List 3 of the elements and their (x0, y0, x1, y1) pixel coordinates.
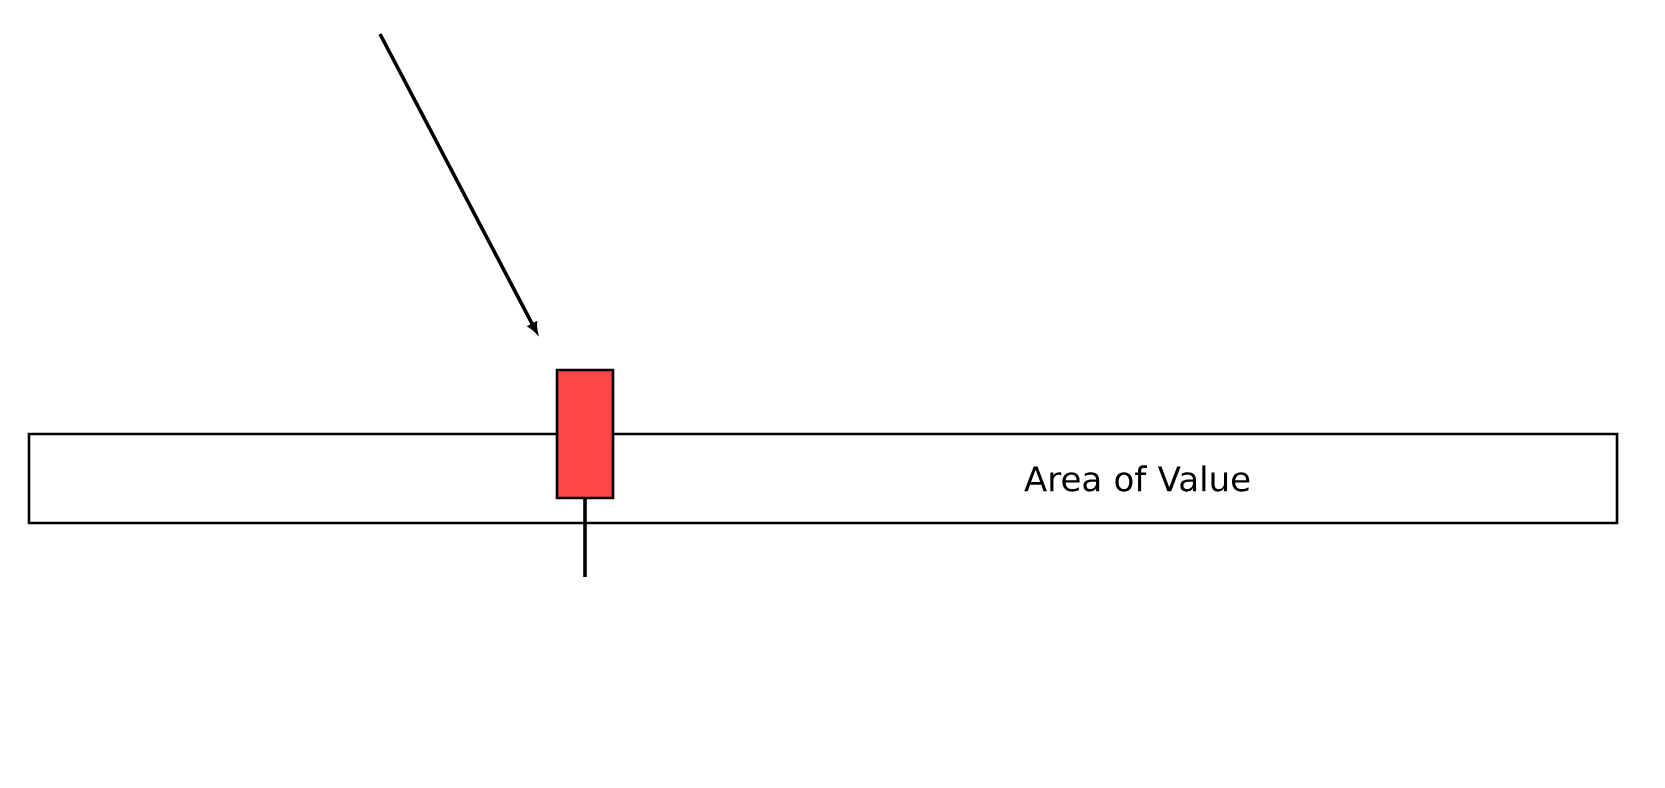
candlestick (555, 368, 615, 577)
band: Area of Value (27, 432, 1619, 525)
arrow (378, 33, 538, 334)
